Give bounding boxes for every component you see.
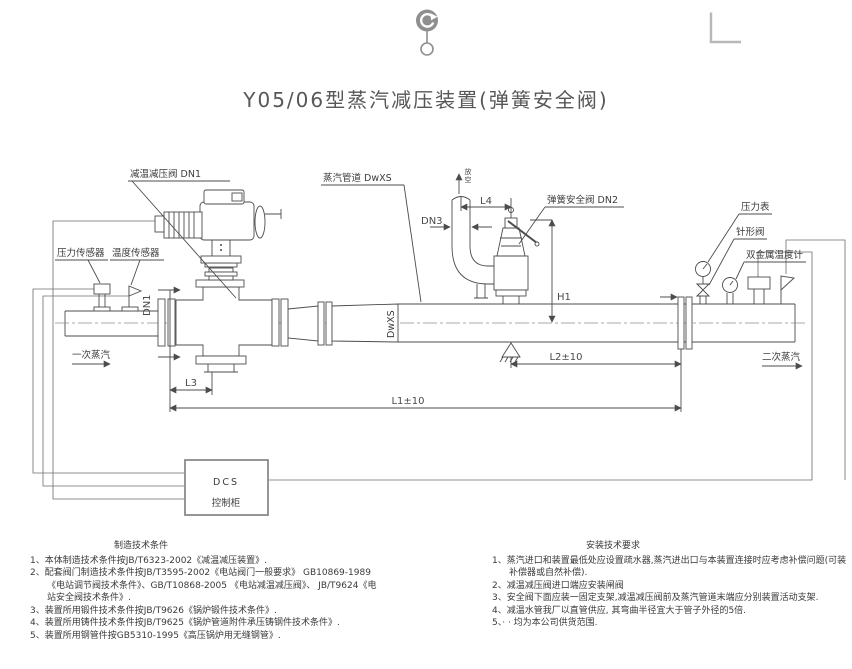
label-pipe-spec-vertical: DwXS [386,310,397,338]
dcs-cabinet: DCS 控制柜 [184,459,269,516]
manufacturing-notes-heading: 制造技术条件 [114,541,169,551]
pressure-sensor [93,283,111,312]
dimensions: DN1 DN3 L4 H1 L2±10 L1±10 L3 [142,196,682,412]
label-reducing-valve: 减温减压阀 DN1 [130,168,201,180]
electric-actuator [154,189,282,241]
temperature-sensor [121,285,143,312]
note-item: 2、配套阀门制造技术条件按JB/T3595-2002《电站阀门一般要求》 GB1… [30,568,377,603]
label-steam-pipe: 蒸汽管道 DwXS [323,172,392,184]
note-item: 3、安全阀下面应装一固定支架,减温减压阀前及蒸汽管道末端应分别装置活动支架. [492,593,819,603]
main-pipe [55,293,805,350]
installation-notes-heading: 安装技术要求 [586,541,641,551]
spring-safety-valve [451,207,540,304]
label-safety-valve: 弹簧安全阀 DN2 [547,194,618,206]
dcs-line1: DCS [213,477,239,488]
label-pressure-gauge: 压力表 [741,201,770,213]
label-pressure-transmitter: 压力传感器 [57,247,105,259]
dim-l3: L3 [185,378,197,389]
vent-label: 放空 [464,168,472,184]
label-temperature-transmitter: 温度传感器 [112,247,160,259]
thermowell-flag-instrument [780,275,795,304]
note-item: 1、本体制造技术条件按JB/T6323-2002《减温减压装置》. [30,555,268,566]
label-secondary-steam: 二次蒸汽 [762,351,801,363]
dim-dn3: DN3 [421,216,443,227]
note-item: 3、装置所用锻件技术条件按JB/T9626《锅炉锻件技术条件》. [30,605,277,616]
dim-h1: H1 [557,292,571,303]
reducing-valve [154,189,289,373]
label-bimetal-thermometer: 双金属温度计 [746,249,804,261]
pressure-gauge-instrument [695,261,711,304]
component-labels: 减温减压阀 DN1 蒸汽管道 DwXS 弹簧安全阀 DN2 压力传感器 温度传感… [55,168,806,370]
page-title: Y05/06型蒸汽减压装置(弹簧安全阀) [243,88,609,112]
dim-dn1: DN1 [142,294,153,316]
fixed-support [499,342,521,363]
label-needle-valve: 针形阀 [736,226,765,238]
note-item: 4、减温水管我厂以直管供应, 其弯曲半径宜大于管子外径的5倍. [492,605,747,616]
thermometer-dial-instrument [722,277,738,304]
rotate-handle-icon[interactable] [416,9,438,56]
dim-l2: L2±10 [549,352,582,363]
dcs-line2: 控制柜 [212,497,241,509]
note-item: 5、装置所用钢管件按GB5310-1995《高压锅炉用无缝钢管》. [30,630,281,641]
note-item: 4、装置所用铸件技术条件按JB/T9625《锅炉管道附件承压铸钢件技术条件》. [30,618,340,628]
note-item: 2、减温减压阀进口端应安装闸阀 [492,580,624,591]
transmitter-box-instrument [747,276,771,304]
crop-corner-icon [709,12,741,44]
installation-notes: 安装技术要求 1、蒸汽进口和装置最低处应设置疏水器,蒸汽进出口与本装置连接时应考… [492,540,848,630]
manufacturing-notes: 制造技术条件 1、本体制造技术条件按JB/T6323-2002《减温减压装置》.… [30,540,382,642]
note-item: 5、· · 均为本公司供货范围. [492,618,598,628]
dim-l4: L4 [480,196,492,207]
note-item: 1、蒸汽进口和装置最低处应设置疏水器,蒸汽进出口与本装置连接时应考虑补偿问题(可… [492,555,847,579]
dim-l1: L1±10 [391,396,424,407]
label-primary-steam: 一次蒸汽 [72,349,111,361]
signal-cables [32,220,846,500]
